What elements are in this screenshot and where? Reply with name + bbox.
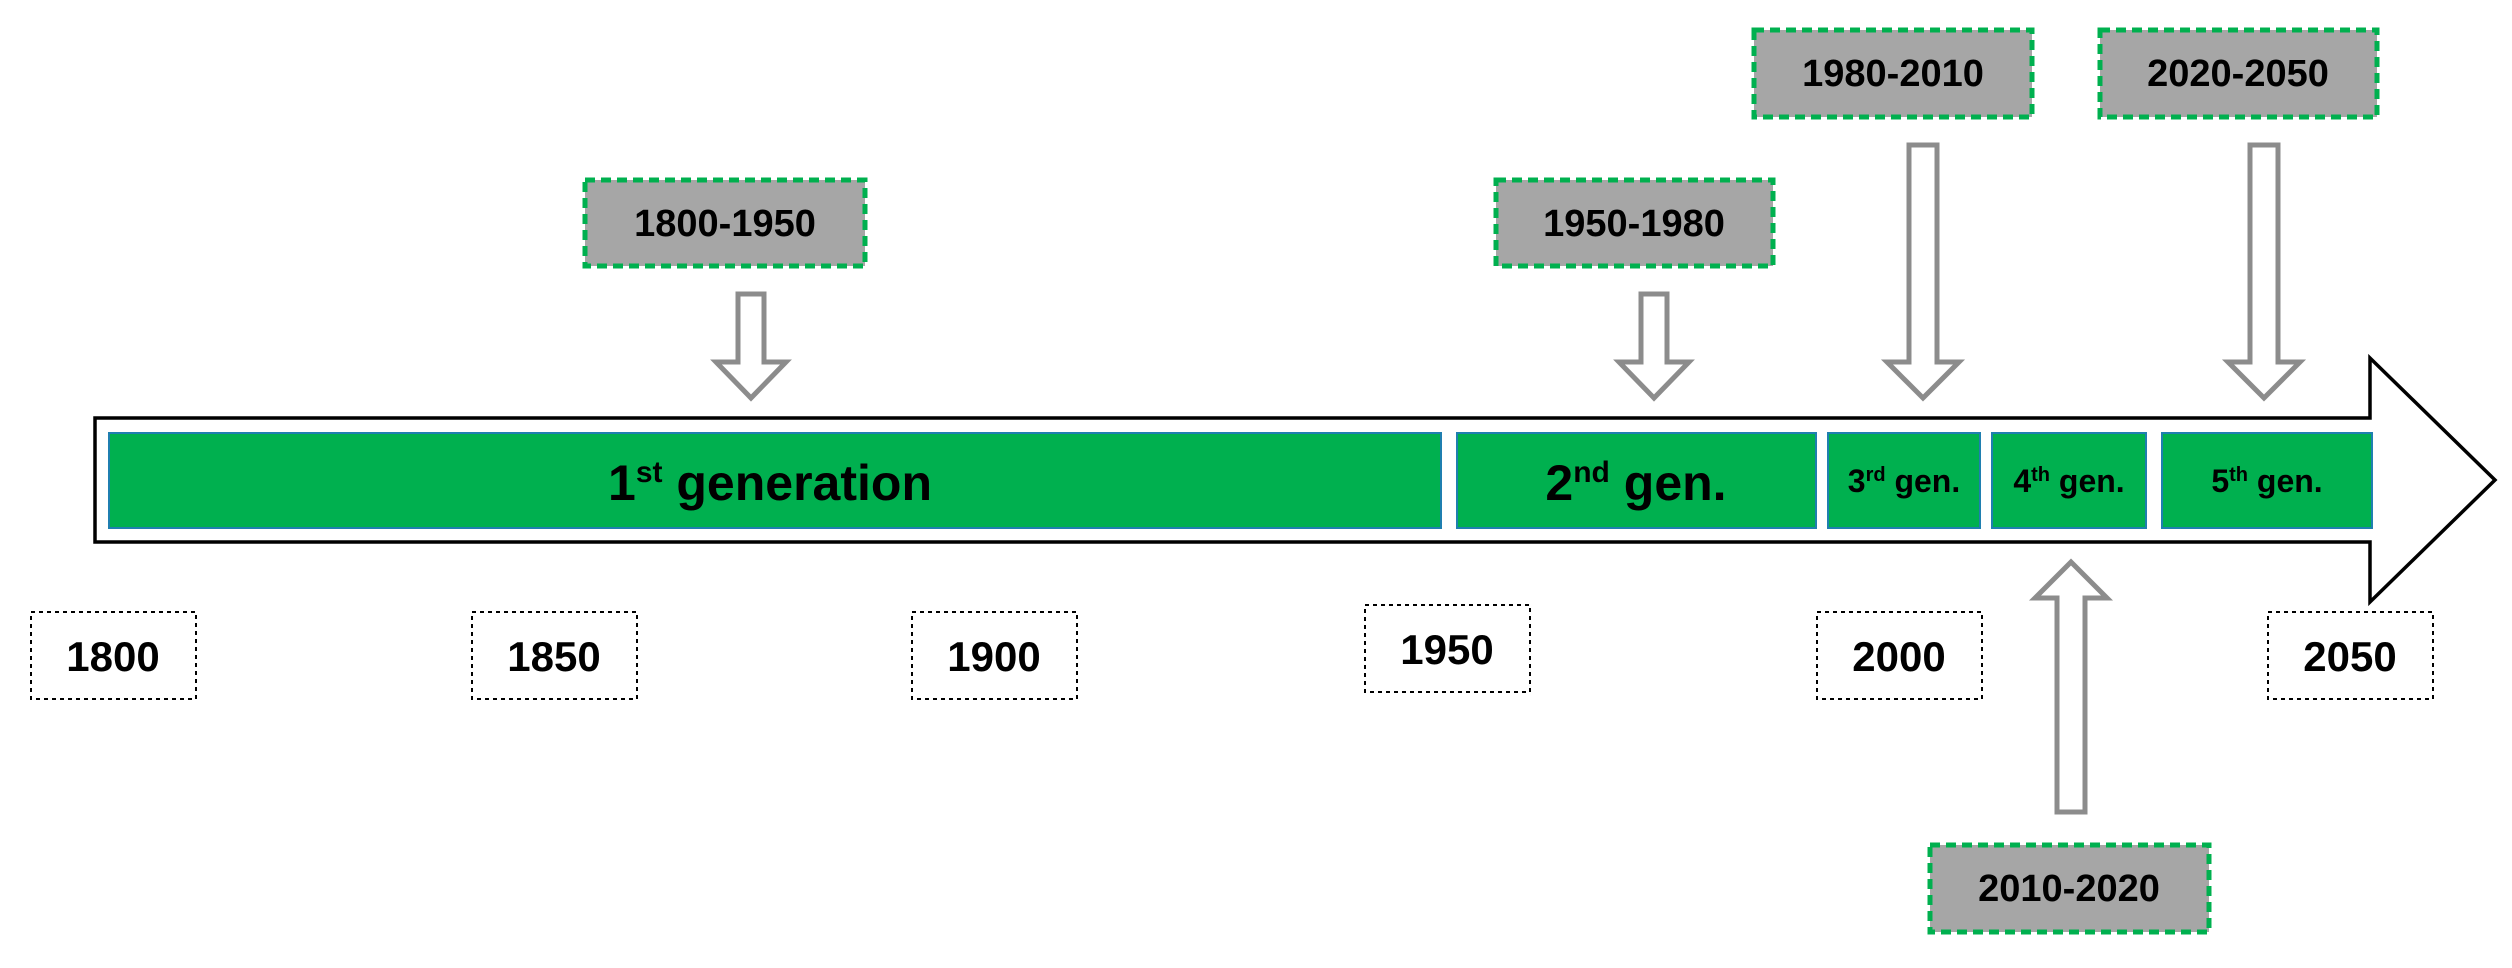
generation-bar-2 [1456, 432, 1817, 529]
year-box-1800 [30, 611, 197, 700]
generation-label-1: 1st generation [608, 455, 932, 511]
pointer-arrow-1980-2010 [1880, 142, 1966, 402]
generation-bar-5 [2161, 432, 2373, 529]
year-box-2000 [1816, 611, 1983, 700]
pointer-arrow-1950-1980 [1613, 291, 1695, 402]
range-label-1980-2010: 1980-2010 [1802, 53, 1984, 95]
year-box-1950 [1364, 604, 1531, 693]
range-label-1800-1950: 1800-1950 [634, 203, 816, 245]
generation-label-5: 5th gen. [2211, 463, 2322, 499]
range-box-1950-1980 [1493, 177, 1776, 269]
range-box-2010-2020 [1927, 842, 2212, 935]
year-label-1850: 1850 [507, 633, 600, 680]
year-label-1900: 1900 [947, 633, 1040, 680]
range-label-2010-2020: 2010-2020 [1978, 868, 2160, 910]
year-label-2050: 2050 [2303, 633, 2396, 680]
range-box-1980-2010 [1751, 27, 2035, 120]
generation-bar-3 [1827, 432, 1981, 529]
generation-label-2: 2nd gen. [1545, 455, 1726, 511]
pointer-arrow-1800-1950 [710, 291, 792, 402]
year-box-1900 [911, 611, 1078, 700]
range-label-1950-1980: 1950-1980 [1543, 203, 1725, 245]
range-box-1800-1950 [582, 177, 868, 269]
year-box-1850 [471, 611, 638, 700]
generation-bar-1 [108, 432, 1442, 529]
generation-label-3: 3rd gen. [1848, 463, 1960, 499]
year-box-2050 [2267, 611, 2434, 700]
range-label-2020-2050: 2020-2050 [2147, 53, 2329, 95]
range-box-2020-2050 [2097, 27, 2380, 120]
year-label-2000: 2000 [1852, 633, 1945, 680]
generation-label-4: 4th gen. [2013, 463, 2124, 499]
pointer-arrow-2010-2020 [2028, 558, 2114, 815]
year-label-1950: 1950 [1400, 626, 1493, 673]
generation-bar-4 [1991, 432, 2147, 529]
year-label-1800: 1800 [66, 633, 159, 680]
pointer-arrow-2020-2050 [2221, 142, 2307, 402]
